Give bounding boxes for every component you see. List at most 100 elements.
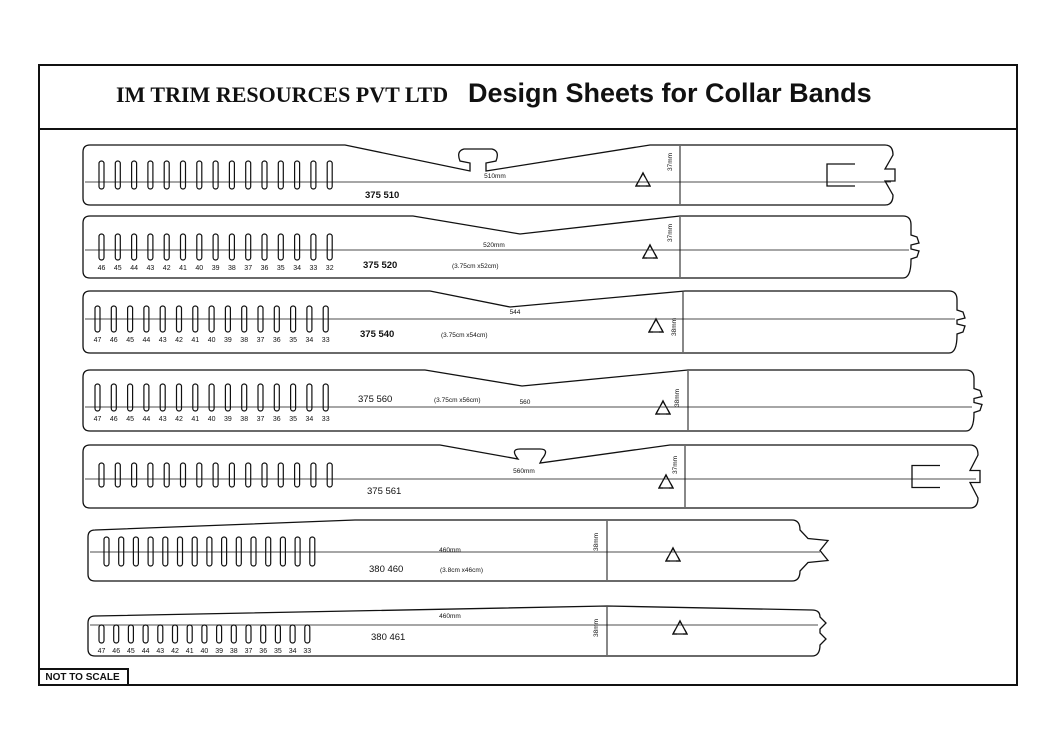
slot-size-number: 35 <box>289 416 297 423</box>
adjustment-slot <box>235 536 242 567</box>
adjustment-slot <box>114 160 121 190</box>
adjustment-slot <box>241 305 248 333</box>
band-outline <box>82 144 896 206</box>
adjustment-slot <box>159 383 166 412</box>
adjustment-slot <box>289 624 296 644</box>
slot-size-number: 37 <box>257 416 265 423</box>
recycle-triangle-icon <box>664 546 682 562</box>
recycle-arrowheads <box>657 473 675 489</box>
adjustment-slot <box>212 233 219 261</box>
slot-size-number: 41 <box>191 337 199 344</box>
company-name: IM TRIM RESOURCES PVT LTD <box>116 82 449 107</box>
slot-size-number: 36 <box>273 337 281 344</box>
adjustment-slot <box>110 305 117 333</box>
recycle-triangle-outline <box>671 619 689 635</box>
slot-size-number: 33 <box>322 416 330 423</box>
recycle-arrowheads <box>671 619 689 635</box>
adjustment-slot <box>294 160 301 190</box>
band-width-label: 38mm <box>674 389 681 407</box>
slot-size-number: 33 <box>310 265 318 272</box>
adjustment-slot <box>98 462 105 488</box>
adjustment-slot <box>208 383 215 412</box>
adjustment-slot <box>196 233 203 261</box>
slot-size-number: 46 <box>110 416 118 423</box>
adjustment-slot <box>103 536 110 567</box>
adjustment-slot <box>171 624 179 644</box>
slot-size-number: 42 <box>175 416 183 423</box>
adjustment-slot <box>265 536 272 567</box>
slot-size-number: 40 <box>208 416 216 423</box>
adjustment-slot <box>147 233 154 261</box>
band-length-label: 560 <box>520 399 531 406</box>
slot-size-number: 34 <box>306 337 314 344</box>
adjustment-slot <box>131 233 138 261</box>
slot-size-number: 40 <box>201 648 209 655</box>
adjustment-slot <box>290 383 297 412</box>
adjustment-slot <box>142 624 149 644</box>
recycle-triangle-outline <box>634 171 652 187</box>
adjustment-slot <box>175 305 183 333</box>
slot-size-number: 36 <box>273 416 281 423</box>
adjustment-slot <box>162 536 169 567</box>
adjustment-slot <box>179 462 187 488</box>
recycle-triangle-outline <box>647 317 665 333</box>
slot-size-number: 44 <box>142 648 150 655</box>
slot-size-number: 38 <box>240 416 248 423</box>
adjustment-slot <box>261 462 268 488</box>
slot-size-number: 39 <box>224 337 232 344</box>
adjustment-slot <box>114 233 121 261</box>
slot-size-number: 47 <box>94 337 102 344</box>
adjustment-slot <box>245 462 252 488</box>
adjustment-slot <box>306 305 313 333</box>
slot-size-number: 38 <box>228 265 236 272</box>
slot-size-number: 38 <box>240 337 248 344</box>
slot-size-number: 39 <box>215 648 223 655</box>
recycle-arrowheads <box>664 546 682 562</box>
slot-size-number: 41 <box>179 265 187 272</box>
recycle-triangle-outline <box>641 243 659 259</box>
adjustment-slot <box>224 383 231 412</box>
adjustment-slot <box>261 233 268 261</box>
adjustment-slot <box>163 233 170 261</box>
adjustment-slot <box>196 160 203 190</box>
document-title: Design Sheets for Collar Bands <box>468 78 872 108</box>
slot-size-number: 40 <box>208 337 216 344</box>
adjustment-slot <box>216 624 223 644</box>
slot-size-number: 32 <box>326 265 334 272</box>
recycle-arrowheads <box>647 317 665 333</box>
collar-band-375-560 <box>82 369 983 432</box>
adjustment-slot <box>110 383 117 412</box>
adjustment-slot <box>294 536 301 567</box>
adjustment-slot <box>176 536 184 567</box>
collar-band-380-460 <box>87 519 830 582</box>
recycle-triangle-icon <box>654 399 672 415</box>
adjustment-slot <box>257 305 264 333</box>
buckle-end-slot <box>911 464 940 489</box>
slot-size-number: 43 <box>147 265 155 272</box>
band-code-label: 380 461 <box>371 632 405 643</box>
adjustment-slot <box>309 536 316 567</box>
adjustment-slot <box>290 305 297 333</box>
slot-size-number: 35 <box>277 265 285 272</box>
adjustment-slot <box>147 160 154 190</box>
adjustment-slot <box>322 305 329 333</box>
band-width-label: 37mm <box>672 456 679 474</box>
collar-band-375-540 <box>82 290 966 354</box>
adjustment-slot <box>228 233 235 261</box>
collar-band-375-520 <box>82 215 920 279</box>
slot-size-number: 39 <box>212 265 220 272</box>
slot-size-number: 47 <box>94 416 102 423</box>
slot-size-number: 34 <box>293 265 301 272</box>
sheet-border <box>38 64 1018 686</box>
slot-size-number: 39 <box>224 416 232 423</box>
collar-band-375-561 <box>82 444 981 509</box>
adjustment-slot <box>98 233 105 261</box>
adjustment-slot <box>131 160 138 190</box>
slot-size-number: 33 <box>303 648 311 655</box>
adjustment-slot <box>118 536 125 567</box>
not-to-scale-label: NOT TO SCALE <box>38 668 129 686</box>
slot-size-number: 37 <box>244 265 252 272</box>
recycle-arrowheads <box>634 171 652 187</box>
